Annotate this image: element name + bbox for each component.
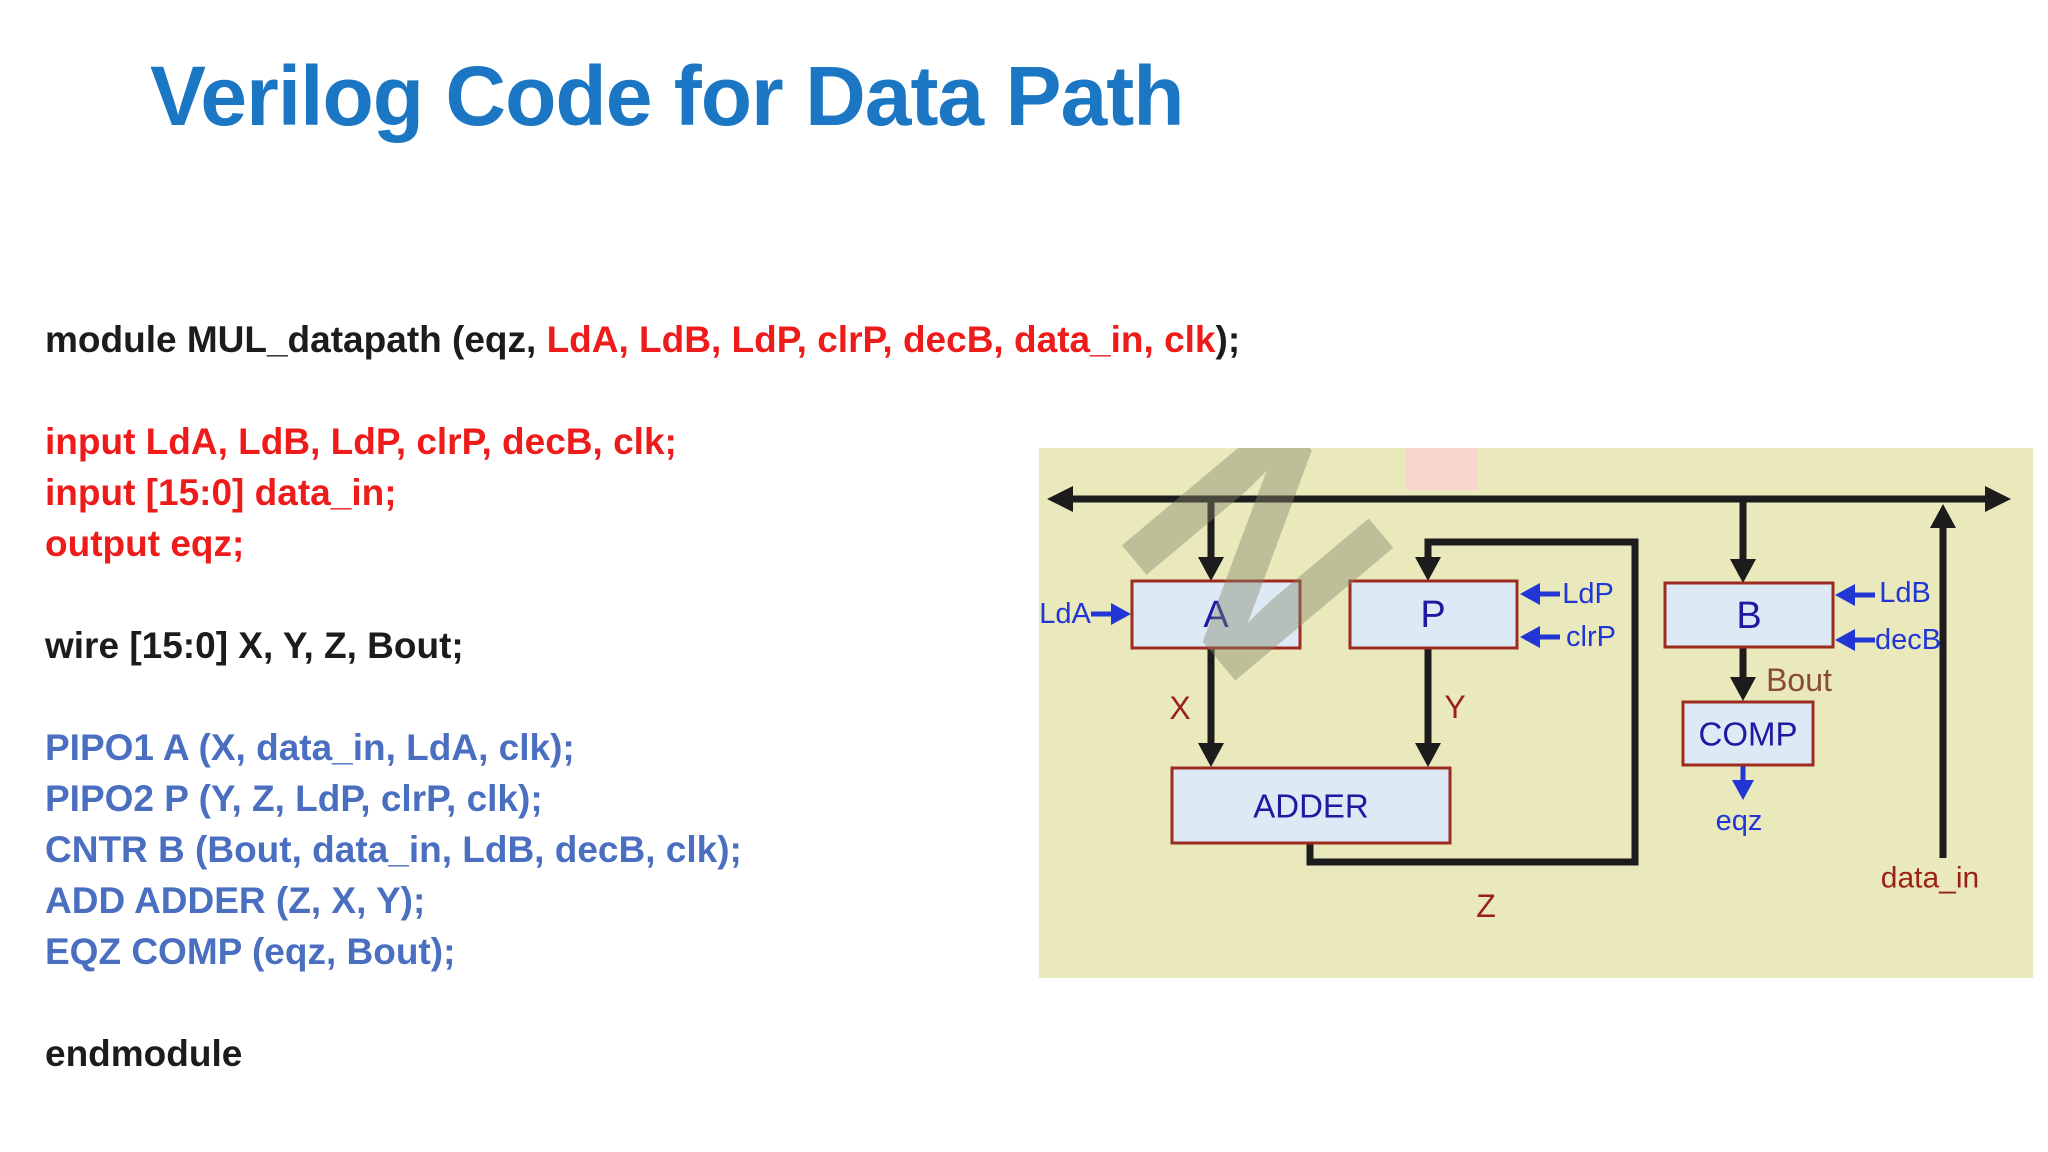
code-line-input-controls: input LdA, LdB, LdP, clrP, decB, clk; xyxy=(45,421,677,462)
ldP-arrowhead xyxy=(1520,583,1540,605)
register-a-label: A xyxy=(1203,594,1229,636)
code-line-endmodule: endmodule xyxy=(45,1033,243,1074)
ldB-label: LdB xyxy=(1879,577,1931,609)
code-line-pipo1: PIPO1 A (X, data_in, LdA, clk); xyxy=(45,727,575,768)
bus-left-arrowhead xyxy=(1047,486,1073,512)
blank-line xyxy=(45,977,1240,1028)
x-wire-label: X xyxy=(1169,690,1190,726)
ldA-arrowhead xyxy=(1111,603,1131,625)
register-p-label: P xyxy=(1420,594,1445,636)
code-segment: module MUL_datapath (eqz, xyxy=(45,319,547,360)
code-line-eqz: EQZ COMP (eqz, Bout); xyxy=(45,931,456,972)
comp-box xyxy=(1681,700,1815,767)
data-in-label: data_in xyxy=(1881,862,1979,895)
code-line-output: output eqz; xyxy=(45,523,245,564)
eqz-label: eqz xyxy=(1716,805,1763,837)
ldA-label: LdA xyxy=(1039,598,1091,630)
register-a-box xyxy=(1130,579,1302,650)
decB-arrowhead xyxy=(1835,629,1855,651)
bus-to-b-arrowhead xyxy=(1730,559,1756,583)
register-b-box xyxy=(1663,581,1835,649)
code-segment: LdA, LdB, LdP, clrP, decB, data_in, clk xyxy=(546,319,1216,360)
clrP-arrowhead xyxy=(1520,626,1540,648)
y-wire-arrowhead xyxy=(1415,743,1441,767)
code-line-wire: wire [15:0] X, Y, Z, Bout; xyxy=(45,625,464,666)
ldP-label: LdP xyxy=(1562,578,1614,610)
y-wire-label: Y xyxy=(1444,689,1465,725)
code-line-input-data: input [15:0] data_in; xyxy=(45,472,397,513)
blank-line xyxy=(45,365,1240,416)
comp-label: COMP xyxy=(1699,716,1798,753)
watermark-pink-patch xyxy=(1405,448,1477,490)
code-line-module: module MUL_datapath (eqz, LdA, LdB, LdP,… xyxy=(45,314,1240,365)
page-title: Verilog Code for Data Path xyxy=(150,49,1185,143)
verilog-code-block: module MUL_datapath (eqz, LdA, LdB, LdP,… xyxy=(45,314,1240,1079)
z-feedback-line xyxy=(1306,538,1639,866)
bout-wire-arrowhead xyxy=(1730,677,1756,701)
code-line-add: ADD ADDER (Z, X, Y); xyxy=(45,880,426,921)
x-wire-arrowhead xyxy=(1198,743,1224,767)
clrP-label: clrP xyxy=(1566,621,1616,653)
diagram-background xyxy=(1039,448,2033,978)
code-line-pipo2: PIPO2 P (Y, Z, LdP, clrP, clk); xyxy=(45,778,543,819)
register-p-box xyxy=(1348,579,1519,650)
z-feedback-arrowhead xyxy=(1415,557,1441,581)
code-segment: ); xyxy=(1215,319,1241,360)
decB-label: decB xyxy=(1875,624,1941,656)
ldB-arrowhead xyxy=(1835,584,1855,606)
data-in-arrowhead xyxy=(1930,504,1956,528)
eqz-arrowhead xyxy=(1732,780,1754,800)
register-b-label: B xyxy=(1736,595,1761,637)
z-wire-label: Z xyxy=(1476,888,1496,924)
code-line-cntr: CNTR B (Bout, data_in, LdB, decB, clk); xyxy=(45,829,742,870)
adder-label: ADDER xyxy=(1253,788,1369,825)
bus-right-arrowhead xyxy=(1985,486,2011,512)
datapath-diagram: A P B ADDER COMP LdA LdP clrP LdB decB e… xyxy=(1039,448,2033,978)
bout-label: Bout xyxy=(1766,662,1832,698)
bus-to-a-arrowhead xyxy=(1198,557,1224,581)
adder-box xyxy=(1170,766,1452,845)
